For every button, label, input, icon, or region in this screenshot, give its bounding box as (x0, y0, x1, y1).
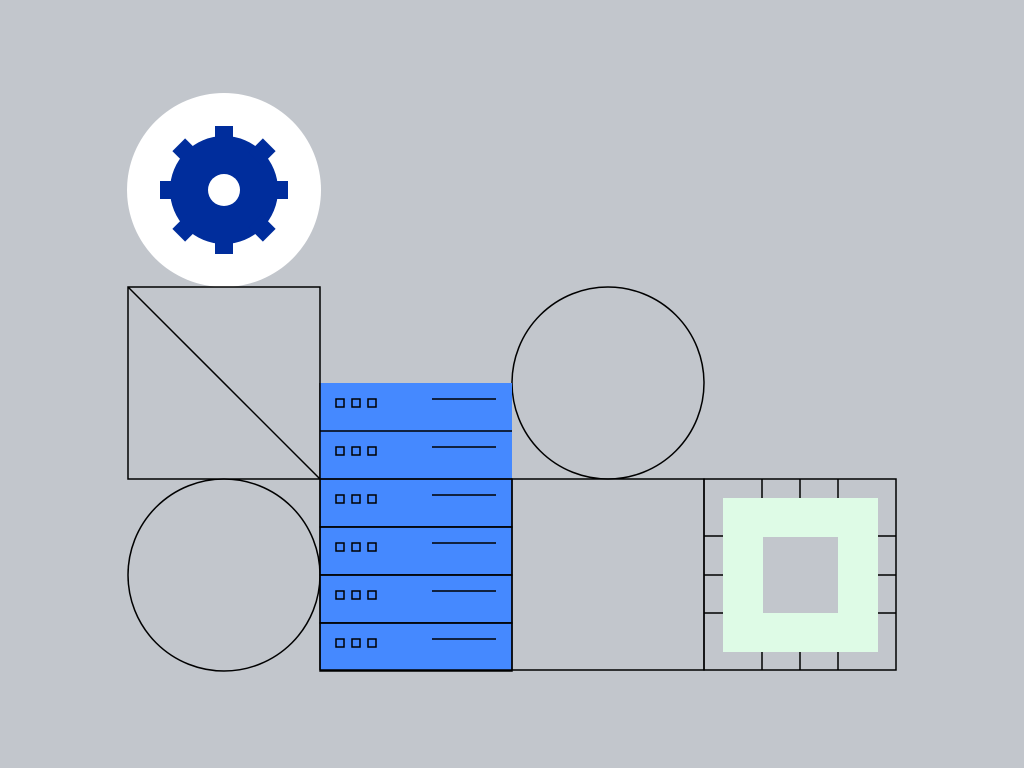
gear-tooth (248, 214, 276, 242)
server-led-icon (335, 494, 345, 504)
grid-frame-shape (703, 478, 897, 671)
server-unit (319, 526, 513, 576)
gear-tooth (215, 234, 233, 254)
gear-hole (208, 174, 240, 206)
gear-tooth (268, 181, 288, 199)
server-unit (320, 383, 512, 431)
gear-tooth (248, 138, 276, 166)
gear-tooth (172, 214, 200, 242)
gear-tooth (160, 181, 180, 199)
server-led-icon (367, 398, 377, 408)
server-led-icon (351, 398, 361, 408)
server-led-icon (335, 398, 345, 408)
server-led-icon (367, 542, 377, 552)
server-led-icon (335, 638, 345, 648)
server-unit (319, 574, 513, 624)
server-rack-icon (319, 383, 513, 672)
server-led-icon (335, 542, 345, 552)
gear-tooth (172, 138, 200, 166)
server-led-icon (351, 542, 361, 552)
gear-icon (160, 126, 288, 254)
server-unit (319, 622, 513, 672)
server-led-icon (367, 638, 377, 648)
server-led-icon (335, 590, 345, 600)
server-led-icon (367, 494, 377, 504)
server-unit (319, 478, 513, 528)
gear-tooth (215, 126, 233, 146)
server-led-icon (351, 494, 361, 504)
server-unit (320, 430, 512, 479)
server-led-icon (335, 446, 345, 456)
server-led-icon (351, 590, 361, 600)
server-led-icon (367, 446, 377, 456)
accent-square-hole (763, 537, 838, 613)
server-led-icon (367, 590, 377, 600)
server-led-icon (351, 446, 361, 456)
server-led-icon (351, 638, 361, 648)
gear-badge (127, 93, 321, 287)
